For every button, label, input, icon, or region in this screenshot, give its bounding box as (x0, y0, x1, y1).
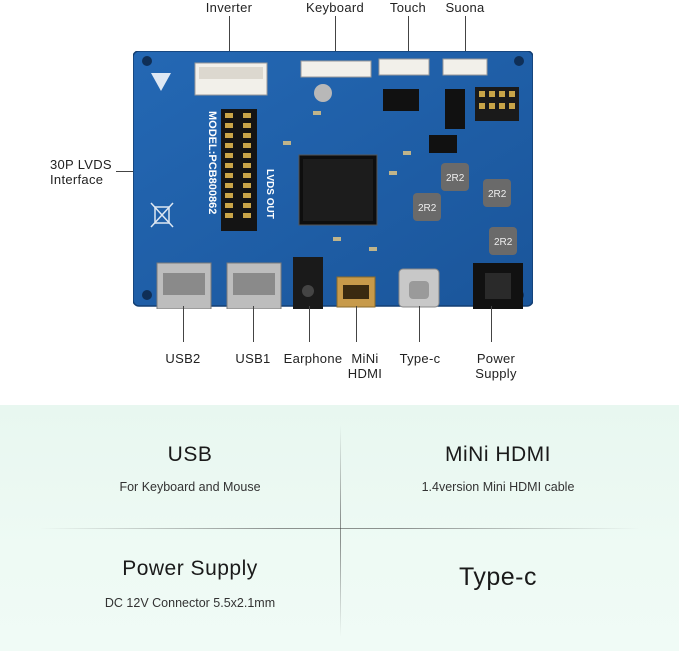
mount-hole (514, 56, 524, 66)
pcb-board: MODEL:PCB800862 LVDS OUT 2R2 2R2 2R2 2R2 (133, 51, 533, 309)
feature-title-typec: Type-c (458, 563, 538, 591)
leader-power (491, 306, 492, 342)
brand-logo-icon (151, 73, 171, 91)
label-earphone: Earphone (283, 351, 343, 366)
vertical-divider (340, 425, 341, 637)
label-lvds-line1: 30P LVDS (50, 157, 112, 172)
label-usb2: USB2 (165, 351, 201, 366)
feature-title-minihdmi: MiNi HDMI (445, 443, 551, 466)
label-suona: Suona (445, 0, 485, 15)
label-inverter: Inverter (205, 0, 253, 15)
label-typec: Type-c (399, 351, 441, 366)
leader-minihdmi (356, 306, 357, 342)
leader-inverter (229, 16, 230, 56)
mount-hole (142, 290, 152, 300)
label-power-line1: Power (476, 351, 516, 366)
leader-keyboard (335, 16, 336, 56)
small-ic (383, 89, 419, 111)
horizontal-divider (40, 528, 640, 529)
inductor-label: 2R2 (446, 173, 465, 184)
leader-suona (465, 16, 466, 56)
label-minihdmi-line1: MiNi (351, 351, 379, 366)
label-power-line2: Supply (475, 366, 517, 381)
feature-panel: USB For Keyboard and Mouse MiNi HDMI 1.4… (0, 405, 679, 651)
inductor (489, 227, 517, 255)
label-usb1: USB1 (235, 351, 271, 366)
earphone-port (293, 257, 323, 309)
leader-typec (419, 306, 420, 342)
keyboard-connector (300, 60, 372, 78)
inductor-label: 2R2 (488, 189, 507, 200)
pcb-model-text: MODEL:PCB800862 (206, 111, 218, 214)
feature-title-usb: USB (167, 443, 213, 466)
label-touch: Touch (389, 0, 427, 15)
leader-usb2 (183, 306, 184, 342)
leader-touch (408, 16, 409, 56)
feature-subtitle-minihdmi: 1.4version Mini HDMI cable (421, 480, 575, 494)
product-diagram: Inverter Keyboard Touch Suona 30P LVDS I… (50, 0, 533, 381)
feature-subtitle-usb: For Keyboard and Mouse (119, 480, 261, 494)
leader-earphone (309, 306, 310, 342)
inductor (483, 179, 511, 207)
inductor-label: 2R2 (418, 203, 437, 214)
leader-usb1 (253, 306, 254, 342)
weee-icon (150, 202, 174, 228)
feature-subtitle-power: DC 12V Connector 5.5x2.1mm (104, 596, 276, 610)
suona-connector (442, 58, 488, 76)
label-lvds-line2: Interface (50, 172, 104, 187)
small-ic (429, 135, 457, 153)
lvds-connector (221, 109, 257, 231)
inductor (441, 163, 469, 191)
pcb-lvds-out-text: LVDS OUT (264, 169, 275, 219)
feature-title-power: Power Supply (122, 557, 258, 580)
crystal (314, 84, 332, 102)
mount-hole (142, 56, 152, 66)
inductor-label: 2R2 (494, 237, 513, 248)
small-ic (445, 89, 465, 129)
label-keyboard: Keyboard (305, 0, 365, 15)
inductor (413, 193, 441, 221)
touch-connector (378, 58, 430, 76)
label-minihdmi-line2: HDMI (347, 366, 383, 381)
